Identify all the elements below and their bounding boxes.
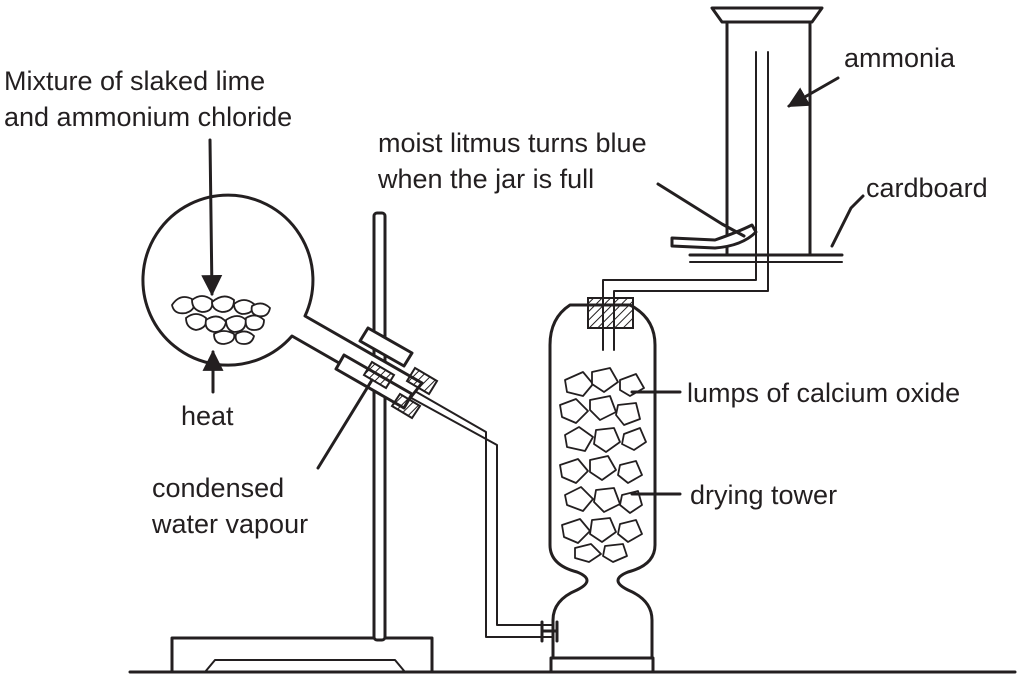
condensed-label-line2: water vapour bbox=[151, 509, 308, 539]
drying-tower bbox=[548, 297, 657, 674]
retort-stand bbox=[170, 211, 434, 674]
ammonia-arrow-icon bbox=[787, 76, 840, 108]
litmus-leader-line bbox=[656, 182, 746, 238]
mixture-label-line1: Mixture of slaked lime bbox=[4, 66, 265, 96]
gas-jar bbox=[710, 6, 824, 257]
tower-inlet-clip bbox=[540, 620, 559, 643]
calcium-oxide-lumps bbox=[559, 367, 647, 563]
tower-outlet-tube bbox=[602, 51, 769, 351]
calcium-oxide-label: lumps of calcium oxide bbox=[687, 378, 960, 408]
cardboard-label: cardboard bbox=[866, 173, 988, 203]
condensed-label-line1: condensed bbox=[152, 473, 284, 503]
ammonia-label: ammonia bbox=[844, 43, 956, 73]
mixture-label-line2: and ammonium chloride bbox=[4, 102, 292, 132]
cardboard-leader-line bbox=[830, 194, 865, 248]
mixture-arrow-icon bbox=[201, 138, 223, 297]
mixture-lumps bbox=[171, 295, 271, 345]
drying-tower-label: drying tower bbox=[690, 480, 837, 510]
heat-label: heat bbox=[181, 401, 234, 431]
litmus-paper bbox=[670, 223, 758, 250]
clamp bbox=[334, 326, 439, 420]
litmus-label-line1: moist litmus turns blue bbox=[378, 128, 647, 158]
litmus-label-line2: when the jar is full bbox=[377, 164, 594, 194]
condensed-leader-line bbox=[316, 378, 374, 470]
